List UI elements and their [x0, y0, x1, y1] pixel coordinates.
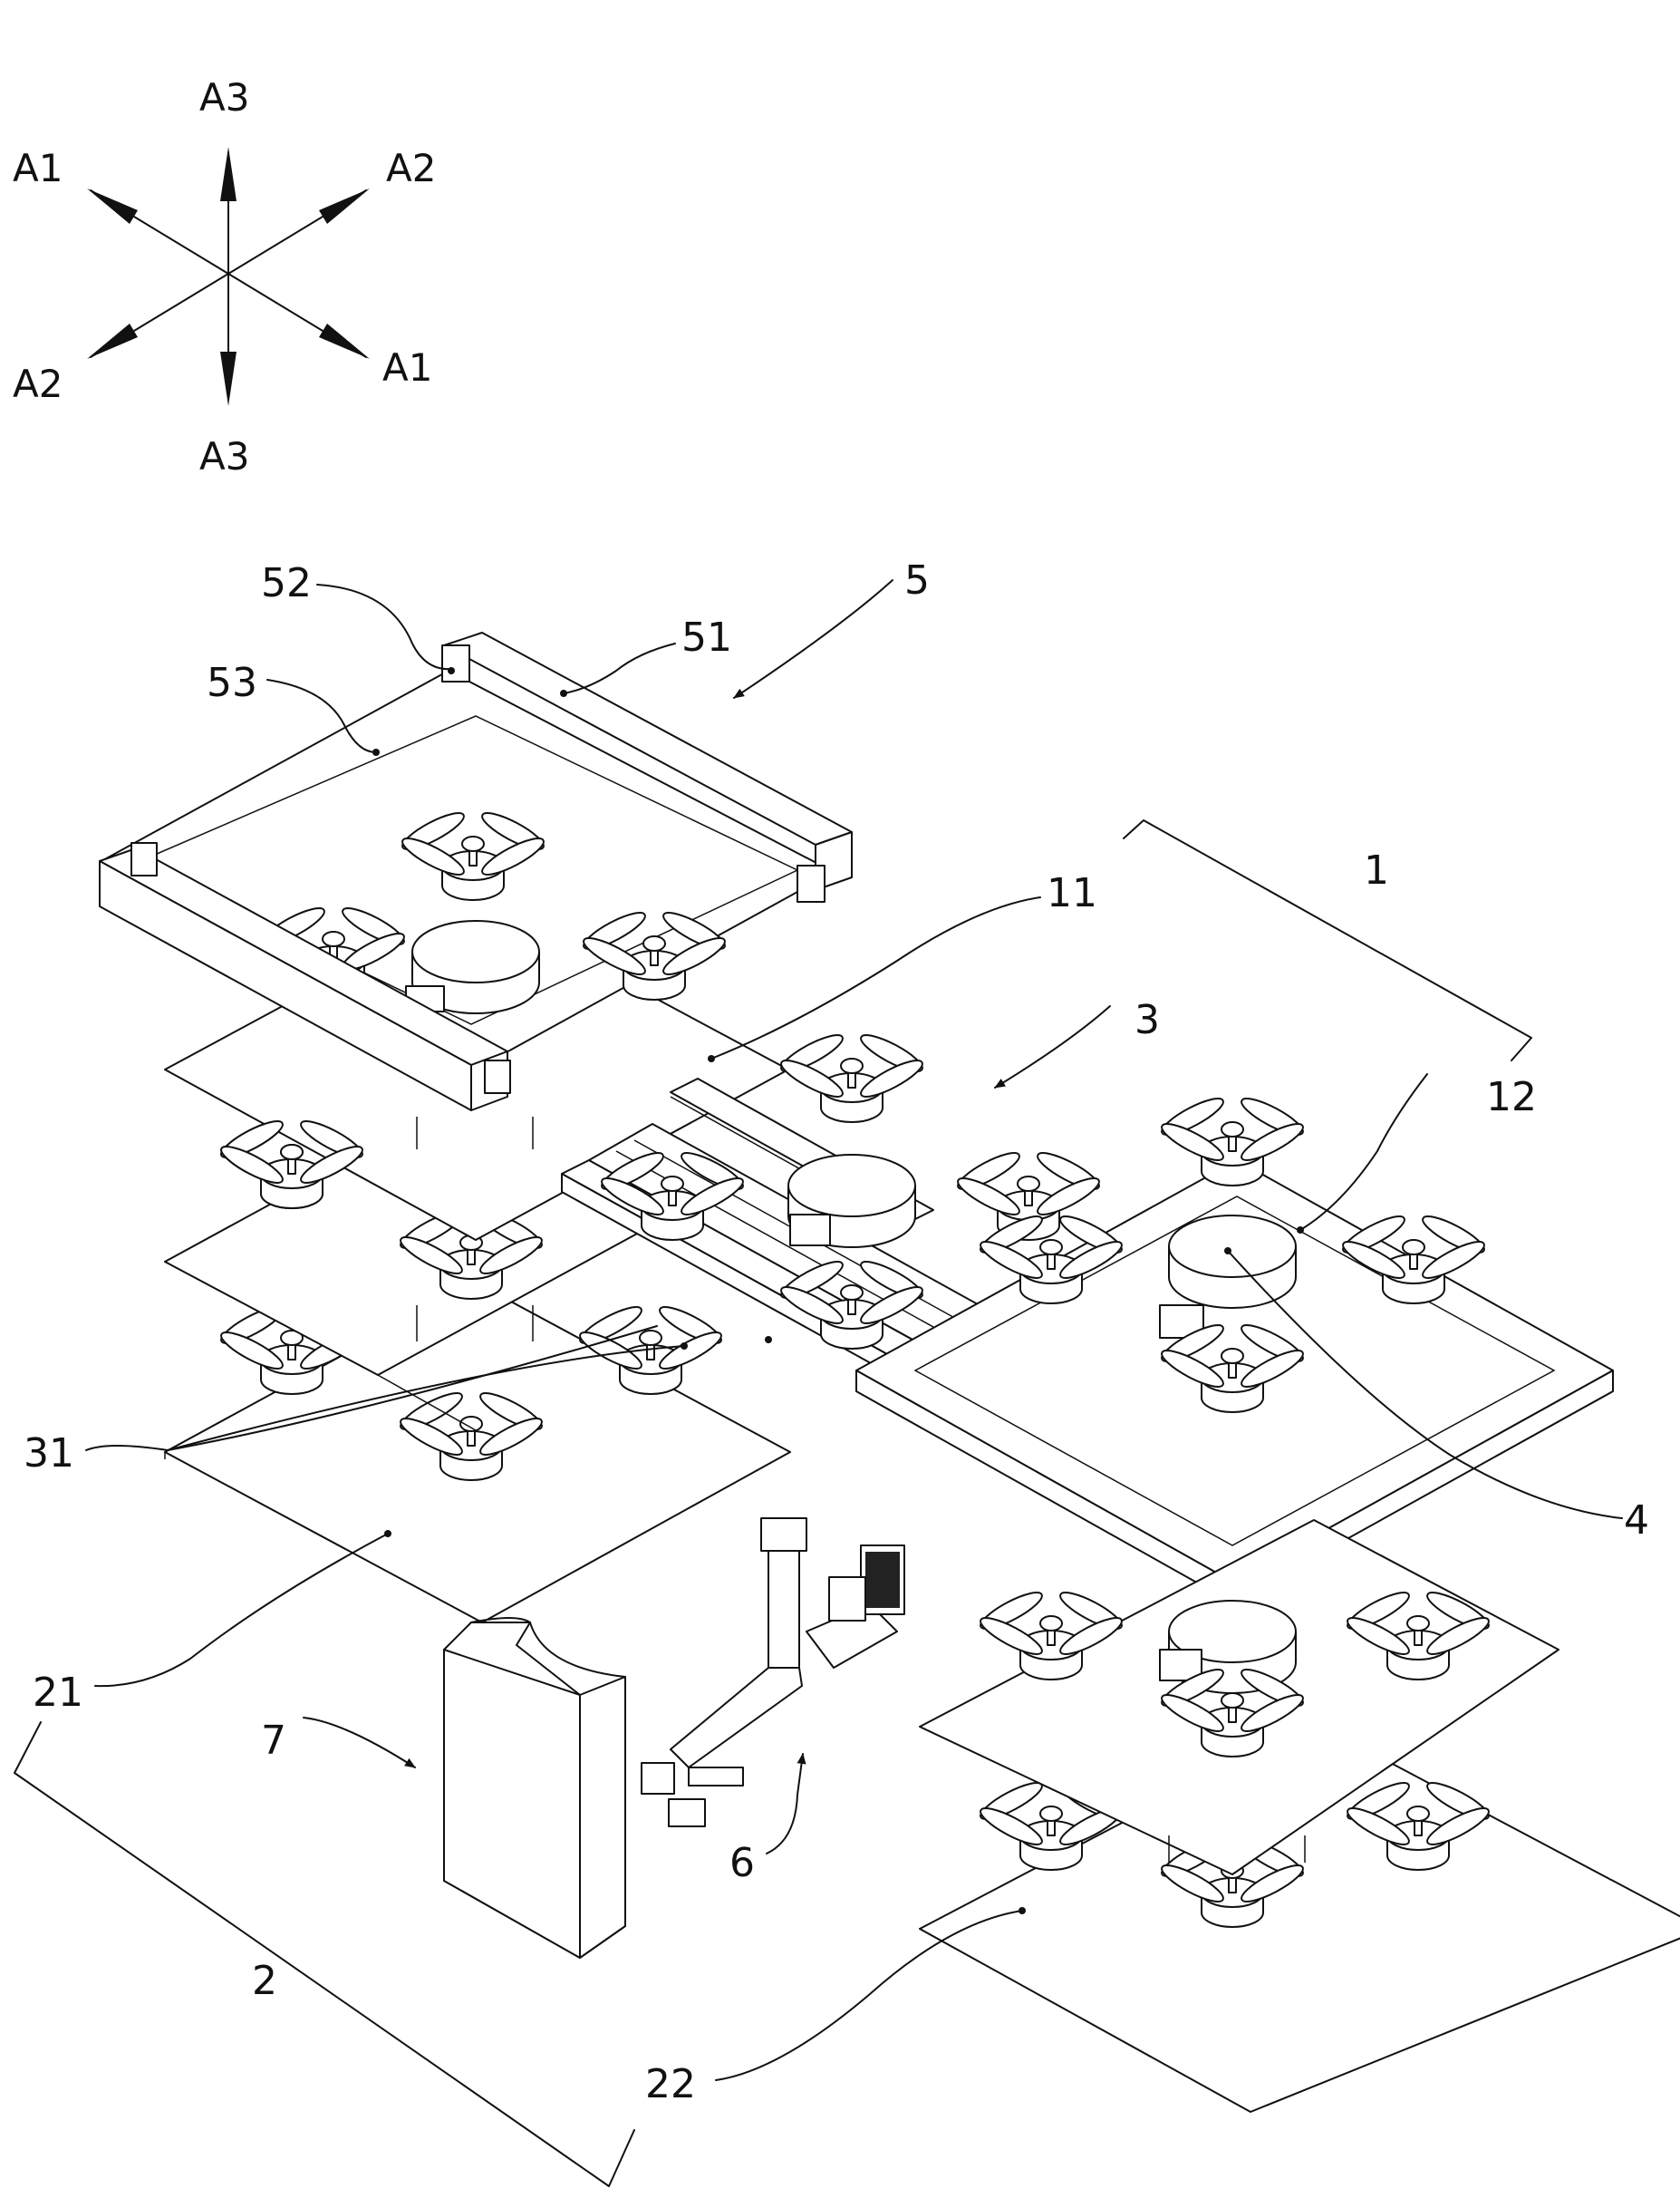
a2-up-arrowhead: [319, 189, 370, 224]
platform-drone-back: [1158, 1092, 1307, 1186]
label-31: 31: [24, 1430, 74, 1477]
label-21: 21: [33, 1670, 83, 1716]
a3-down-arrowhead: [220, 352, 237, 406]
pointer-3: [995, 1006, 1110, 1088]
label-2: 2: [252, 1958, 277, 2004]
label-7: 7: [261, 1718, 286, 1764]
leader-52: [317, 585, 451, 669]
hub-4: [1169, 1215, 1296, 1308]
center-drone-back: [777, 1029, 926, 1122]
label-51: 51: [681, 615, 732, 661]
arm-gripper-lower: [669, 1799, 705, 1826]
axis-a1-right-label: A1: [382, 345, 432, 390]
label-1: 1: [1364, 847, 1389, 894]
label-22: 22: [645, 2061, 696, 2107]
label-5: 5: [904, 557, 930, 604]
pointer-6: [767, 1754, 803, 1854]
robot-arm-6: [642, 1518, 904, 1826]
arm-gripper-upper: [642, 1763, 674, 1794]
label-3: 3: [1134, 997, 1160, 1043]
cabinet-7: [444, 1618, 625, 1958]
axis-a2-right-label: A2: [386, 146, 436, 190]
leader-11: [711, 897, 1040, 1059]
corner-post-52-left: [131, 843, 157, 876]
axis-a3-top-label: A3: [199, 75, 249, 120]
right-platform-assembly: [856, 1092, 1613, 1603]
arm-column: [768, 1532, 799, 1668]
label-12: 12: [1486, 1074, 1537, 1120]
corner-post-52-front: [485, 1060, 510, 1093]
right-lower-stack: [920, 1520, 1680, 2112]
cabinet-front-face: [444, 1650, 580, 1958]
axis-a3-bottom-label: A3: [199, 434, 249, 479]
arm-link: [671, 1668, 802, 1767]
corner-post-52-back: [442, 645, 469, 682]
label-4: 4: [1624, 1497, 1649, 1544]
label-6: 6: [729, 1840, 755, 1886]
group-brace-1: [1124, 820, 1531, 1060]
label-52: 52: [261, 560, 312, 606]
axis-a2-left-label: A2: [13, 362, 63, 406]
corner-post-52-right: [797, 866, 825, 902]
a1-up-arrowhead: [87, 189, 138, 224]
leader-21: [95, 1534, 388, 1686]
label-11: 11: [1047, 870, 1097, 916]
a1-down-arrowhead: [319, 324, 370, 359]
a3-up-arrowhead: [220, 147, 237, 201]
center-hub-box: [790, 1215, 830, 1245]
a2-down-arrowhead: [87, 324, 138, 359]
label-53: 53: [207, 660, 257, 706]
pointer-5: [734, 580, 893, 698]
axis-a1-left-label: A1: [13, 146, 63, 190]
axis-indicator: A3 A1 A2 A2 A1 A3: [13, 75, 436, 479]
pointer-7: [304, 1718, 415, 1767]
